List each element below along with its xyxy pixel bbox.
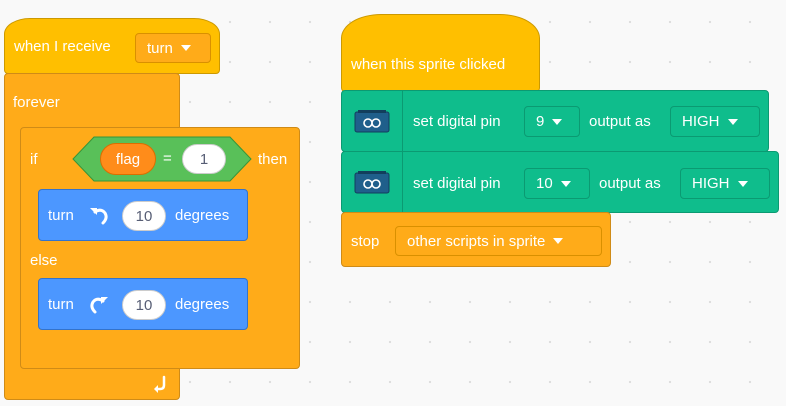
set-digital-pin-block-2[interactable]: set digital pin 10 output as HIGH <box>341 151 779 213</box>
if-label: if <box>30 151 38 168</box>
when-i-receive-hat-block[interactable]: when I receive turn <box>4 18 220 74</box>
chevron-down-icon <box>737 180 748 187</box>
arduino-board-icon <box>354 110 390 133</box>
turn-left-block[interactable]: turn 10 degrees <box>38 189 248 241</box>
turn-right-degrees-input[interactable]: 10 <box>122 290 166 320</box>
turn-right-block[interactable]: turn 10 degrees <box>38 278 248 330</box>
forever-label: forever <box>13 94 60 111</box>
rotate-right-icon <box>90 297 108 314</box>
flag-variable-reporter[interactable]: flag <box>100 143 156 175</box>
equals-operator-label: = <box>163 150 172 167</box>
turn-right-unit-label: degrees <box>175 296 230 313</box>
arduino-board-icon <box>354 171 390 194</box>
rotate-left-icon <box>90 208 108 225</box>
stop-option-dropdown[interactable]: other scripts in sprite <box>395 226 602 256</box>
pin-dropdown-1[interactable]: 9 <box>524 106 580 137</box>
chevron-down-icon <box>727 118 738 125</box>
chevron-down-icon <box>552 118 563 125</box>
stop-label: stop <box>351 233 380 250</box>
chevron-down-icon <box>560 180 571 187</box>
then-label: then <box>258 151 288 168</box>
condition-value-input[interactable]: 1 <box>182 144 226 174</box>
set-digital-pin-label-2: set digital pin <box>413 175 501 192</box>
turn-left-degrees-input[interactable]: 10 <box>122 201 166 231</box>
when-sprite-clicked-hat-block[interactable]: when this sprite clicked <box>341 14 540 92</box>
set-digital-pin-label-1: set digital pin <box>413 113 501 130</box>
level-dropdown-1[interactable]: HIGH <box>670 106 760 137</box>
set-digital-pin-block-1[interactable]: set digital pin 9 output as HIGH <box>341 90 769 152</box>
turn-left-degrees-value: 10 <box>135 207 153 225</box>
level-dropdown-value-1: HIGH <box>682 113 720 130</box>
condition-value: 1 <box>199 150 209 168</box>
chevron-down-icon <box>180 45 191 51</box>
arduino-icon-area <box>342 152 403 212</box>
stop-block[interactable]: stop other scripts in sprite <box>341 212 611 267</box>
else-label: else <box>30 252 58 269</box>
chevron-down-icon <box>553 238 564 244</box>
message-dropdown[interactable]: turn <box>135 33 211 63</box>
stop-option-value: other scripts in sprite <box>407 232 546 250</box>
pin-dropdown-value-1: 9 <box>536 113 545 130</box>
level-dropdown-value-2: HIGH <box>692 175 730 192</box>
when-sprite-clicked-label: when this sprite clicked <box>351 56 506 73</box>
level-dropdown-2[interactable]: HIGH <box>680 168 770 199</box>
turn-right-degrees-value: 10 <box>135 296 153 314</box>
turn-left-unit-label: degrees <box>175 207 230 224</box>
message-dropdown-value: turn <box>147 39 173 57</box>
loop-arrow-icon <box>154 375 166 393</box>
arduino-icon-area <box>342 91 403 151</box>
when-i-receive-label: when I receive <box>14 38 111 55</box>
pin-dropdown-2[interactable]: 10 <box>524 168 590 199</box>
flag-variable-label: flag <box>115 150 141 168</box>
turn-left-label: turn <box>48 207 74 224</box>
output-as-label-1: output as <box>589 113 651 130</box>
turn-right-label: turn <box>48 296 74 313</box>
pin-dropdown-value-2: 10 <box>536 175 553 192</box>
output-as-label-2: output as <box>599 175 661 192</box>
